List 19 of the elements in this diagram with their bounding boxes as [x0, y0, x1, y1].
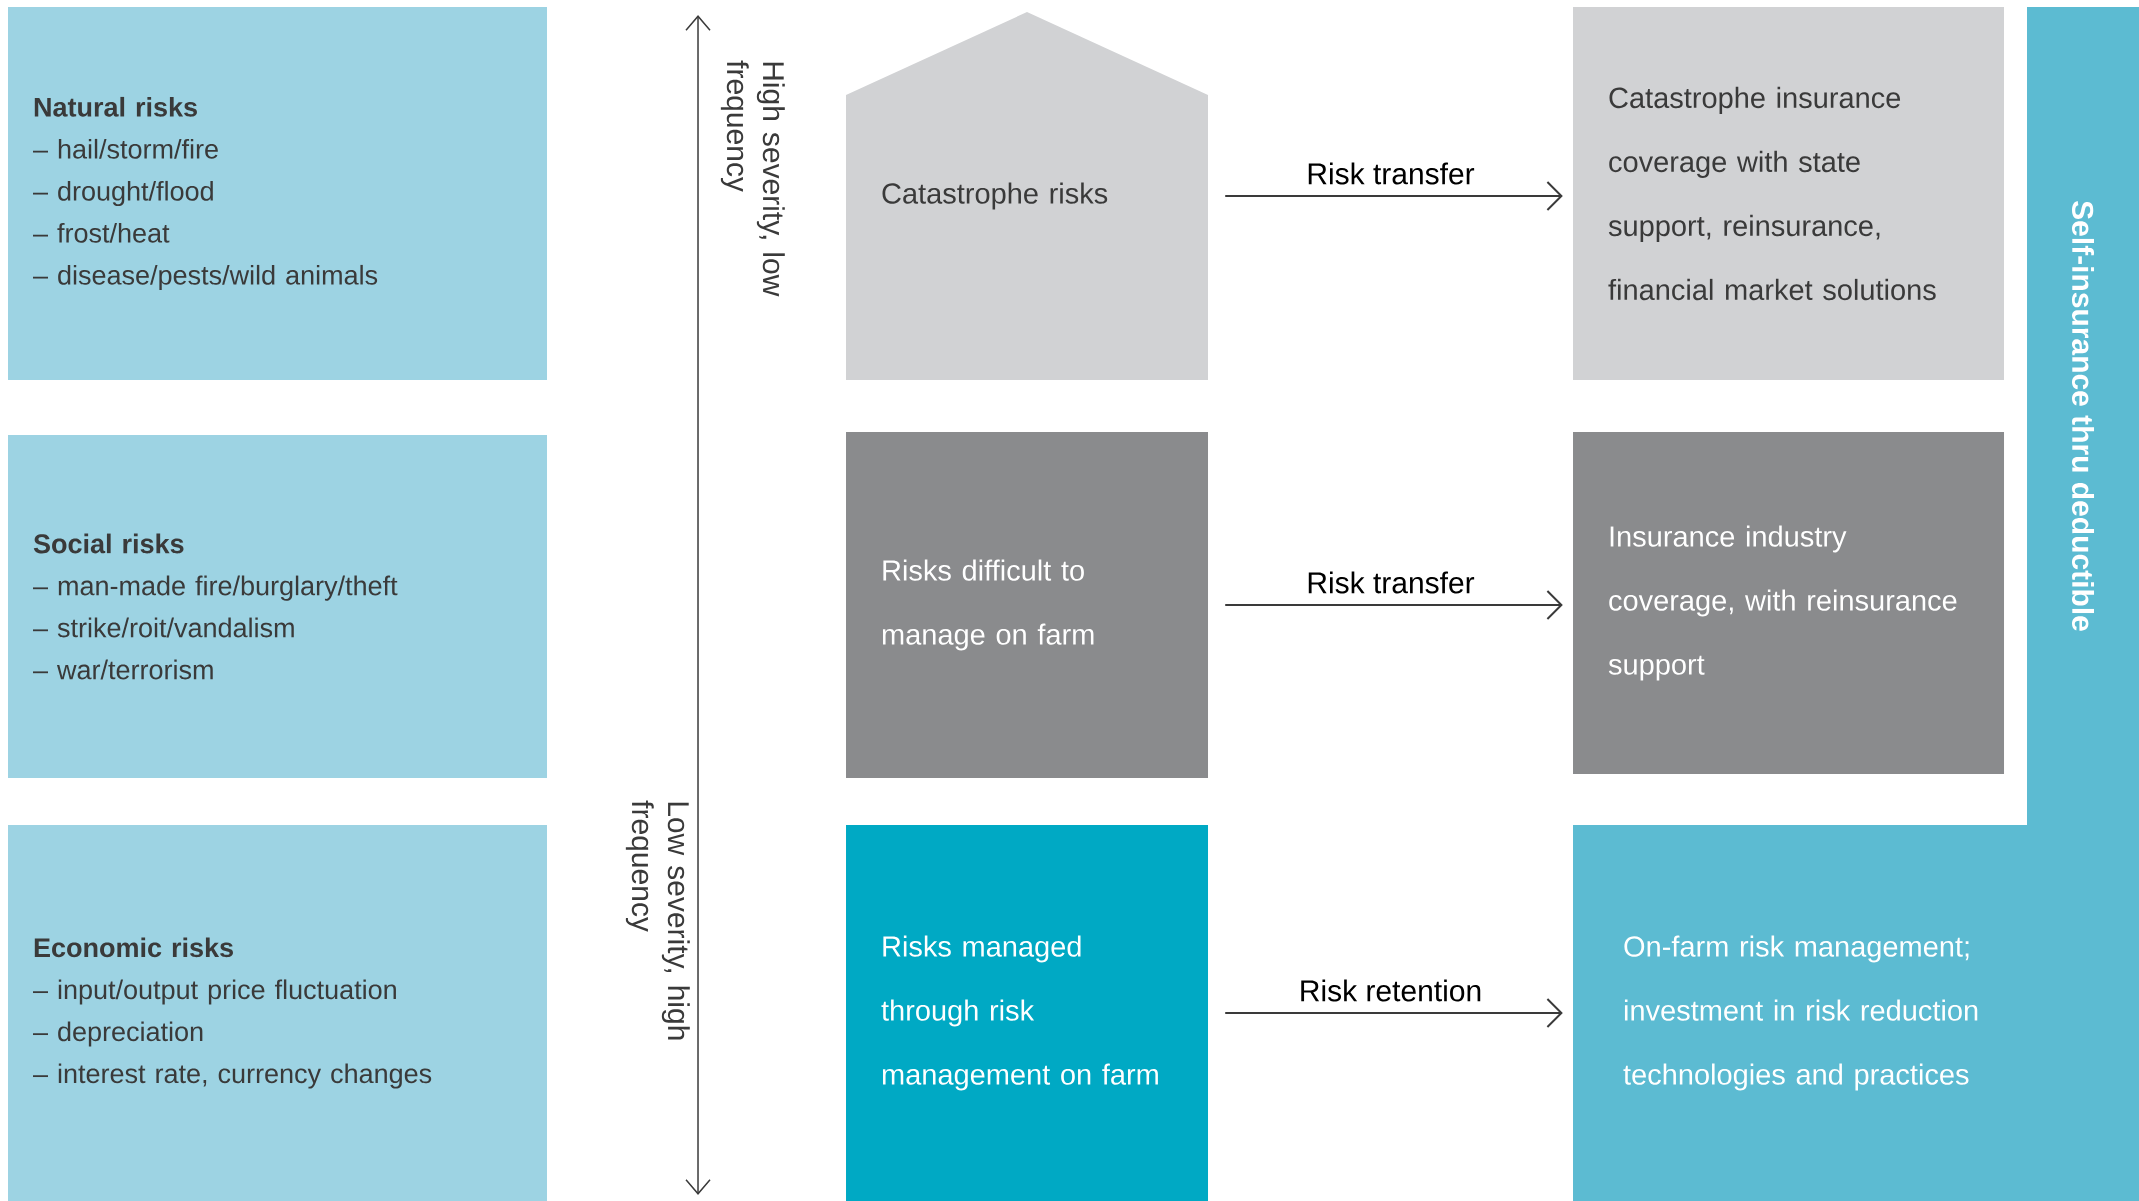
- measure-box: Catastrophe insurance coverage with state support, reinsurance, financial market solutions: [1573, 7, 2004, 380]
- axis-label: Low severity, high frequency: [625, 800, 690, 1040]
- house-shape-box: Catastrophe risks: [846, 12, 1208, 380]
- risk-category-box: Economic risks – input/output price fluctuation – depreciation – interest rate, currency changes: [8, 825, 547, 1201]
- risk-box: Risks managed through risk management on farm: [846, 825, 1208, 1201]
- risk-box: Risks difficult to manage on farm: [846, 432, 1208, 778]
- edge-label: Risk transfer: [1308, 571, 1475, 594]
- edge-label: Risk transfer: [1308, 162, 1475, 185]
- measure-box: On-farm risk management; investment in risk reduction technologies and practices: [1573, 825, 2139, 1201]
- arrow: [1224, 181, 1563, 211]
- arrow: [1224, 998, 1563, 1028]
- risk-category-box: Natural risks – hail/storm/fire – drought/flood – frost/heat – disease/pests/wild animals: [8, 7, 547, 380]
- edge-label: Risk retention: [1301, 979, 1481, 1002]
- measure-box: Insurance industry coverage, with reinsurance support: [1573, 432, 2004, 774]
- node-label: Self-insurance thru deductible: [2072, 200, 2095, 631]
- axis-label: High severity, low frequency: [720, 60, 785, 297]
- arrow: [1224, 590, 1563, 620]
- side-band: Self-insurance thru deductible: [2027, 7, 2139, 825]
- risk-category-box: Social risks – man-made fire/burglary/theft – strike/roit/vandalism – war/terrorism: [8, 435, 547, 778]
